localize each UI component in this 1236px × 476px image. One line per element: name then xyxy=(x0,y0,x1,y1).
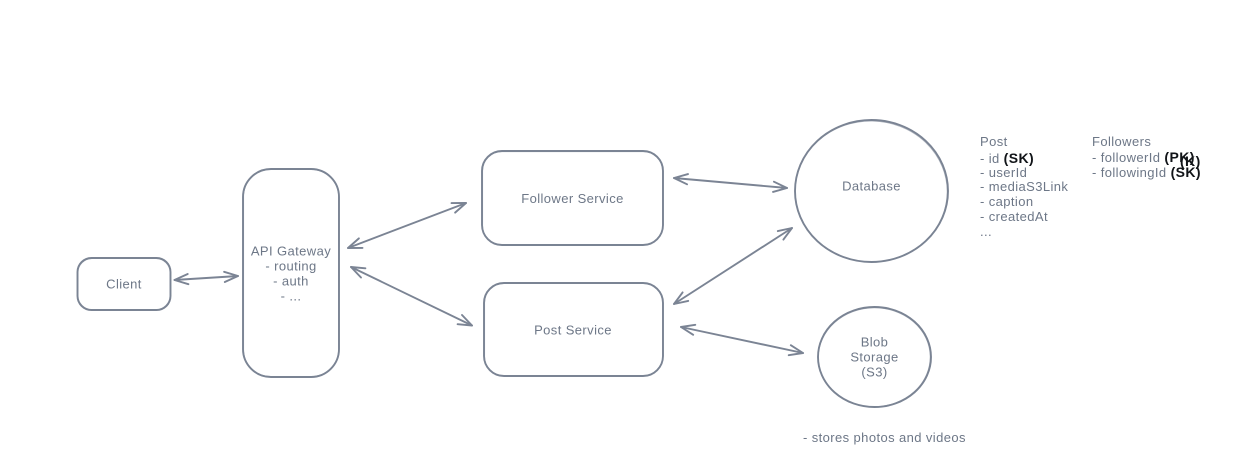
svg-text:Database: Database xyxy=(842,179,901,194)
svg-text:- routing: - routing xyxy=(265,259,316,274)
svg-text:Client: Client xyxy=(106,277,142,292)
svg-text:- followingId (SK): - followingId (SK) xyxy=(1092,164,1201,180)
svg-text:Storage: Storage xyxy=(850,350,898,365)
svg-text:Follower Service: Follower Service xyxy=(521,191,623,206)
svg-text:...: ... xyxy=(980,224,992,239)
svg-text:- mediaS3Link: - mediaS3Link xyxy=(980,179,1068,194)
svg-text:- stores photos and videos: - stores photos and videos xyxy=(803,430,966,445)
svg-text:(K): (K) xyxy=(1180,153,1201,169)
svg-text:- userId: - userId xyxy=(980,165,1027,180)
svg-text:Blob: Blob xyxy=(861,335,889,350)
svg-text:- ...: - ... xyxy=(281,289,302,304)
svg-text:- caption: - caption xyxy=(980,194,1033,209)
svg-text:(S3): (S3) xyxy=(861,365,887,380)
svg-text:- followerId (PK): - followerId (PK) xyxy=(1092,149,1195,165)
svg-text:- id (SK): - id (SK) xyxy=(980,150,1034,166)
svg-text:API Gateway: API Gateway xyxy=(251,244,331,259)
svg-text:- auth: - auth xyxy=(273,274,309,289)
svg-text:Post Service: Post Service xyxy=(534,323,612,338)
svg-text:Followers: Followers xyxy=(1092,134,1151,149)
svg-text:Post: Post xyxy=(980,134,1008,149)
svg-text:- createdAt: - createdAt xyxy=(980,209,1048,224)
